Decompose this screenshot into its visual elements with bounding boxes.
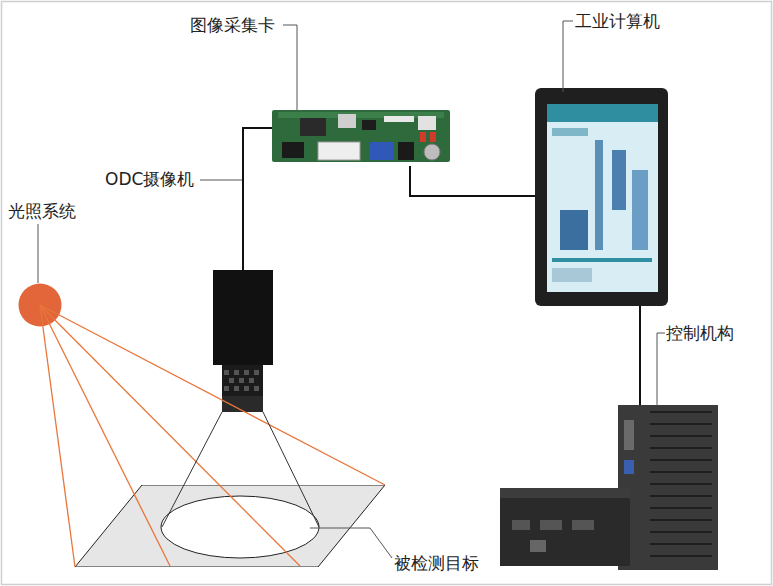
light-source-shape — [18, 283, 62, 327]
target-plate — [75, 485, 385, 567]
box-top — [500, 488, 630, 498]
power-jack — [398, 142, 414, 160]
cable-connector — [410, 166, 535, 196]
component-node: 光照系统 — [18, 283, 62, 327]
port — [624, 420, 634, 450]
lens-grip — [224, 370, 259, 391]
lens-ring — [222, 396, 263, 412]
port — [624, 460, 634, 474]
header — [384, 116, 414, 122]
screen-pipe — [595, 140, 603, 250]
bnc-port — [424, 144, 440, 160]
target-plate-shape — [75, 485, 385, 567]
connector-pin — [420, 132, 426, 142]
port — [282, 142, 304, 158]
header — [418, 116, 436, 130]
control-unit-illustration — [500, 405, 718, 570]
screen-tank — [632, 170, 648, 250]
light-rays — [40, 305, 385, 567]
component-label: 控制机构 — [666, 322, 734, 344]
camera-body — [213, 270, 273, 365]
cooling-fins — [650, 412, 712, 556]
cable-connector — [243, 128, 272, 270]
component-label: 图像采集卡 — [190, 14, 275, 36]
light-source — [19, 284, 62, 327]
component-label: 被检测目标 — [394, 552, 479, 574]
component-label: 工业计算机 — [575, 10, 660, 32]
control-box — [500, 488, 630, 566]
port — [572, 520, 594, 530]
component-node: 控制机构 — [500, 405, 720, 570]
field-of-view — [162, 412, 319, 527]
circuit-board — [272, 110, 450, 162]
component-label: ODC摄像机 — [105, 168, 194, 190]
capture-card-illustration — [272, 110, 450, 162]
dvi-port — [318, 142, 360, 160]
component-node: 工业计算机 — [535, 88, 668, 306]
control-box — [618, 405, 718, 570]
vga-port — [370, 142, 394, 160]
component-node: ODC摄像机 — [213, 270, 273, 412]
screen-panel — [552, 268, 592, 282]
port — [540, 520, 562, 530]
component-label: 光照系统 — [8, 200, 76, 222]
leader-lines — [38, 21, 665, 558]
chip — [362, 120, 376, 130]
monitor-frame — [535, 88, 668, 306]
camera-lens — [222, 365, 263, 412]
screen-pipe — [552, 258, 652, 262]
screen-header — [547, 104, 658, 122]
component-node: 图像采集卡 — [272, 108, 450, 166]
port — [512, 520, 530, 530]
chip — [300, 118, 326, 136]
monitor-screen — [547, 104, 658, 292]
computer-illustration — [535, 88, 668, 306]
port — [530, 540, 546, 552]
screen-bar — [552, 128, 588, 136]
inspection-area — [161, 496, 319, 558]
screen-machine — [560, 210, 588, 250]
screen-tank — [612, 150, 626, 210]
component-node: 被检测目标 — [75, 485, 385, 567]
cable-connector — [639, 306, 641, 405]
camera-illustration — [213, 270, 273, 412]
chip — [338, 114, 356, 128]
connector-pin — [430, 132, 436, 142]
